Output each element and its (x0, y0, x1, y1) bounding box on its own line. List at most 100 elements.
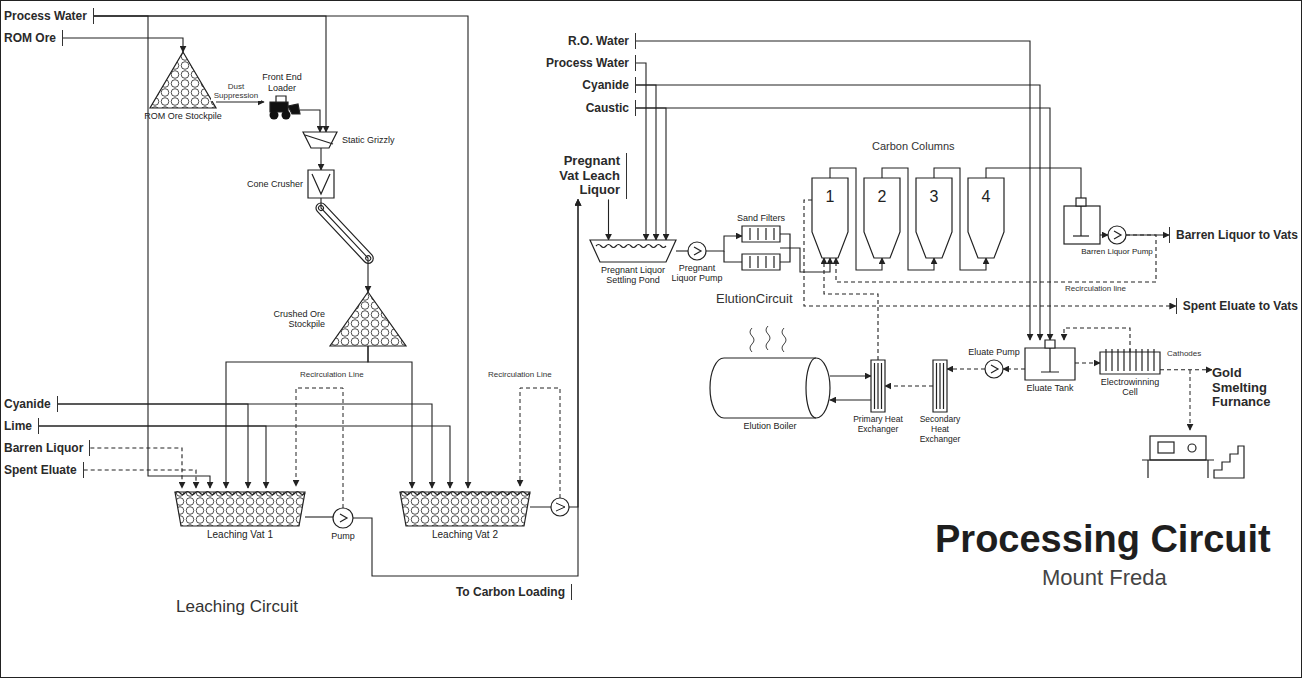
flow-line (706, 236, 742, 251)
sand-symbol (742, 226, 780, 270)
equipment-label: Leaching Vat 2 (432, 529, 498, 541)
vat-outline (175, 492, 305, 526)
annotation: Carbon Columns (872, 140, 955, 152)
flow-line (636, 108, 1050, 340)
pump-outline (688, 242, 706, 260)
stream-label: Caustic (586, 102, 629, 116)
equipment-label: Electrowinning Cell (1099, 377, 1161, 398)
flow-line (947, 368, 985, 369)
annotation: ElutionCircuit (716, 292, 793, 306)
equipment-label: 4 (982, 188, 991, 206)
flow-line (676, 250, 688, 251)
flow-line (216, 101, 264, 102)
boiler-outline (806, 358, 816, 418)
edge-label: Cathodes (1166, 350, 1202, 359)
carbon-column: 3 (916, 178, 952, 258)
stream-label: Cyanide (582, 79, 629, 93)
wheel (270, 111, 279, 120)
eluate-tank: Eluate Tank (1025, 340, 1075, 380)
equipment-label: Sand Filters (737, 213, 785, 223)
equipment-label: Leaching Vat 1 (207, 529, 273, 541)
stream-label: Gold Smelting Furnance (1212, 366, 1292, 411)
stream-label: Cyanide (4, 398, 51, 412)
equipment-label: Crushed Ore Stockpile (265, 309, 325, 330)
flow-line (226, 346, 368, 488)
pump-symbol (985, 360, 1003, 378)
equipment-label: Pump (331, 531, 355, 541)
pump-outline (340, 514, 347, 522)
flow-line (90, 448, 182, 488)
flow-line (300, 110, 320, 132)
vat-outline (400, 492, 530, 526)
ore-stockpile: ROM Ore Stockpile (150, 52, 216, 108)
cell-outline (1106, 349, 1154, 371)
hx-symbol (933, 360, 947, 412)
annotation: Recirculation Line (300, 371, 364, 380)
stream-tab: Spent Eluate to Vats (1176, 298, 1298, 315)
flow-line (824, 258, 878, 360)
boiler-outline (710, 358, 830, 418)
diagram-title: Processing Circuit (935, 518, 1271, 561)
stream-tab: Process Water (546, 55, 636, 72)
stream-tab: Process Water (4, 8, 94, 25)
equipment-label: Eluate Pump (968, 347, 1020, 357)
pump-outline (333, 508, 353, 528)
stream-label: Spent Eluate (4, 464, 77, 478)
col-outline (864, 178, 900, 258)
flow-line (39, 426, 266, 488)
front-end-loader: Front End Loader (264, 96, 300, 120)
hx-outline (871, 360, 885, 412)
pump-symbol: Eluate Pump (985, 360, 1003, 378)
tri-outline (330, 292, 406, 346)
pump-outline (985, 360, 1003, 378)
annotation: Recirculation Line (488, 371, 552, 380)
stream-tab: R.O. Water (568, 33, 636, 50)
stream-tab: Barren Liquor to Vats (1169, 227, 1298, 244)
flow-line (830, 375, 871, 376)
stream-label: Barren Liquor (4, 442, 83, 456)
vat-outline (175, 492, 305, 495)
equipment-label: 3 (930, 188, 939, 206)
flow-line (368, 346, 412, 488)
grizzly-symbol (303, 132, 337, 148)
stream-label: Process Water (546, 57, 629, 71)
leaching-vat: Leaching Vat 1 (175, 488, 305, 526)
edge-label: Recirculation line (1064, 285, 1127, 294)
smelting-furnace (1142, 436, 1244, 478)
flow-line (94, 16, 326, 132)
stream-label: To Carbon Loading (456, 586, 565, 600)
crusher-outline (308, 170, 334, 198)
edge-label: Dust Suppression (211, 83, 261, 101)
grizzly-outline (305, 135, 333, 144)
flow-line (39, 426, 450, 488)
grizzly-outline (303, 132, 337, 148)
stream-label: ROM Ore (4, 32, 56, 46)
stream-tab: Spent Eluate (4, 462, 84, 479)
stream-label: Spent Eluate to Vats (1183, 300, 1298, 314)
flow-line (530, 199, 578, 507)
agitated-tank (1064, 198, 1100, 244)
pump-symbol: Pump (333, 508, 353, 528)
stream-tab: To Carbon Loading (456, 584, 572, 601)
equipment-label: 2 (878, 188, 887, 206)
flow-line (353, 199, 578, 576)
loader-outline (288, 104, 300, 114)
tri-symbol (150, 52, 216, 108)
stream-label: Lime (4, 420, 32, 434)
settling-pond: Pregnant Liquor Settling Pond (590, 240, 676, 262)
equipment-label: 1 (826, 188, 835, 206)
stream-tab: Gold Smelting Furnance (1212, 366, 1292, 411)
pump-symbol (1108, 226, 1126, 244)
loader-outline (276, 96, 286, 102)
equipment-label: Front End Loader (258, 72, 306, 93)
pump-outline (1108, 226, 1126, 244)
stream-tab: Lime (4, 418, 39, 435)
annotation: Leaching Circuit (176, 598, 298, 617)
leaching-vat: Leaching Vat 2 (400, 488, 530, 526)
stream-tab: Pregnant Vat Leach Liquor (548, 153, 627, 200)
cell-symbol (1100, 352, 1160, 374)
hx-symbol (871, 360, 885, 412)
vat-outline (400, 492, 530, 495)
carbon-column: 4 (968, 178, 1004, 258)
